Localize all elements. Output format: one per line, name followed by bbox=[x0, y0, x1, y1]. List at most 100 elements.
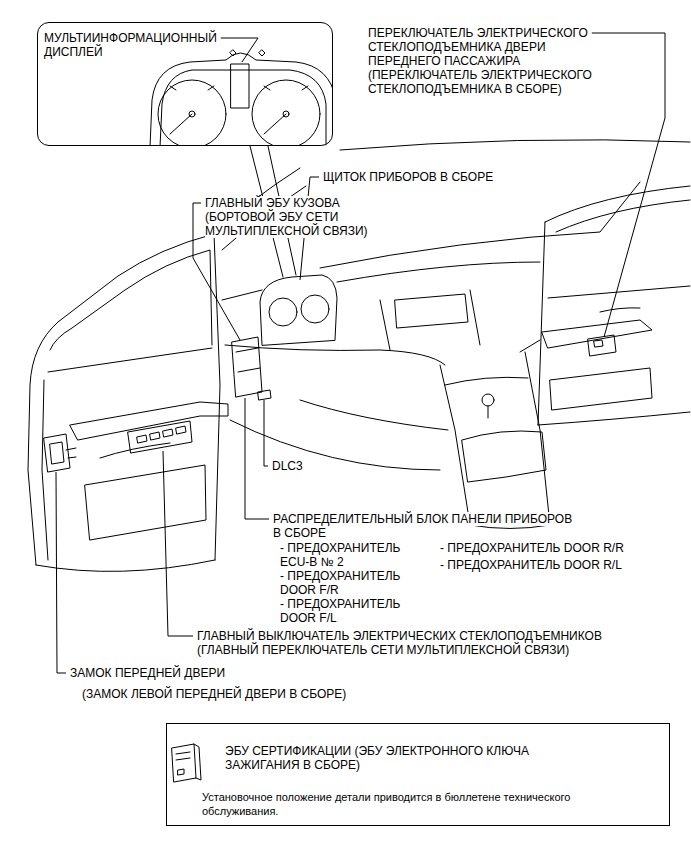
part-label: ЗАМОК ПЕРЕДНЕЙ ДВЕРИ bbox=[70, 666, 225, 680]
dashboard bbox=[260, 275, 337, 345]
center-console bbox=[525, 352, 550, 525]
cluster-closeup bbox=[150, 53, 333, 146]
cluster-closeup bbox=[231, 64, 249, 108]
leader-line bbox=[221, 38, 258, 62]
dashboard bbox=[222, 290, 262, 300]
note-text: Установочное положение детали приводится… bbox=[202, 791, 570, 817]
center-console bbox=[300, 400, 448, 430]
label-slot: РАСПРЕДЕЛИТЕЛЬНЫЙ БЛОК ПАНЕЛИ ПРИБОРОВ В… bbox=[273, 512, 573, 540]
leader-line bbox=[56, 472, 66, 673]
left-front-door bbox=[100, 443, 170, 458]
cluster-closeup bbox=[259, 50, 265, 56]
fuse-label: - ПРЕДОХРАНИТЕЛЬ DOOR R/L bbox=[440, 558, 622, 572]
center-console bbox=[445, 377, 528, 385]
part-label: ГЛАВНЫЙ ВЫКЛЮЧАТЕЛЬ ЭЛЕКТРИЧЕСКИХ СТЕКЛО… bbox=[197, 629, 602, 657]
left-front-door bbox=[163, 429, 173, 437]
center-console bbox=[482, 394, 494, 406]
right-front-door bbox=[600, 308, 640, 312]
ecu-icon bbox=[176, 752, 190, 775]
left-front-door bbox=[214, 234, 220, 560]
right-front-door bbox=[550, 368, 652, 410]
part-number-label: (ЗАМОК ЛЕВОЙ ПЕРЕДНЕЙ ДВЕРИ В СБОРЕ) bbox=[82, 687, 346, 701]
dashboard bbox=[380, 290, 480, 350]
label-slot: ПЕРЕКЛЮЧАТЕЛЬ ЭЛЕКТРИЧЕСКОГО СТЕКЛОПОДЪЕ… bbox=[368, 26, 618, 96]
label-slot: - ПРЕДОХРАНИТЕЛЬ DOOR R/L bbox=[440, 558, 670, 572]
right-front-door bbox=[545, 186, 690, 222]
label-slot: ЗАМОК ПЕРЕДНЕЙ ДВЕРИ bbox=[70, 666, 290, 680]
right-front-door bbox=[538, 222, 545, 425]
left-front-door bbox=[70, 402, 228, 440]
ecu-icon bbox=[194, 744, 201, 780]
cluster-closeup bbox=[170, 114, 192, 134]
left-front-door bbox=[36, 560, 215, 571]
callout-label: МУЛЬТИИНФОРМАЦИОННЫЙ ДИСПЛЕЙ bbox=[44, 31, 217, 59]
left-front-door bbox=[42, 380, 48, 560]
right-front-door bbox=[538, 186, 690, 425]
ecu-icon bbox=[172, 744, 201, 782]
leader-line bbox=[245, 398, 269, 519]
part-label: РАСПРЕДЕЛИТЕЛЬНЫЙ БЛОК ПАНЕЛИ ПРИБОРОВ В… bbox=[273, 512, 572, 540]
label-slot: - ПРЕДОХРАНИТЕЛЬ ECU-B № 2 bbox=[280, 541, 420, 569]
connector-label: DLC3 bbox=[272, 459, 303, 473]
center-console bbox=[230, 352, 550, 529]
dashboard bbox=[269, 298, 297, 326]
fuse-label: - ПРЕДОХРАНИТЕЛЬ DOOR F/L bbox=[280, 597, 400, 625]
cluster-closeup bbox=[252, 80, 320, 146]
fuse-label: - ПРЕДОХРАНИТЕЛЬ DOOR R/R bbox=[440, 541, 624, 555]
label-slot: (ЗАМОК ЛЕВОЙ ПЕРЕДНЕЙ ДВЕРИ В СБОРЕ) bbox=[82, 687, 412, 701]
dashboard bbox=[301, 295, 329, 323]
label-slot: - ПРЕДОХРАНИТЕЛЬ DOOR R/R bbox=[440, 541, 670, 555]
right-front-door bbox=[556, 200, 690, 232]
leader-line bbox=[163, 451, 193, 636]
fuse-label: - ПРЕДОХРАНИТЕЛЬ ECU-B № 2 bbox=[280, 541, 400, 569]
text-slot: Установочное положение детали приводится… bbox=[202, 790, 622, 818]
cluster-closeup bbox=[230, 50, 236, 56]
leader-line bbox=[264, 400, 268, 466]
dashboard bbox=[395, 294, 468, 328]
leader-line bbox=[592, 33, 665, 337]
dashboard bbox=[258, 390, 271, 400]
text-slot: МУЛЬТИИНФОРМАЦИОННЫЙ ДИСПЛЕЙ bbox=[44, 31, 259, 59]
dashboard bbox=[520, 340, 540, 352]
label-slot: - ПРЕДОХРАНИТЕЛЬ DOOR F/L bbox=[280, 597, 420, 625]
part-label: ПЕРЕКЛЮЧАТЕЛЬ ЭЛЕКТРИЧЕСКОГО СТЕКЛОПОДЪЕ… bbox=[368, 26, 592, 96]
right-front-door bbox=[588, 335, 616, 356]
dashboard bbox=[320, 182, 640, 268]
cluster-closeup bbox=[264, 114, 286, 134]
part-label: ЭБУ СЕРТИФИКАЦИИ (ЭБУ ЭЛЕКТРОННОГО КЛЮЧА… bbox=[225, 744, 529, 772]
cluster-closeup bbox=[158, 80, 226, 146]
center-console bbox=[440, 365, 470, 525]
left-front-door bbox=[85, 465, 206, 540]
right-front-door bbox=[542, 320, 652, 348]
cluster-closeup bbox=[150, 50, 333, 146]
right-front-door bbox=[594, 340, 603, 347]
center-console bbox=[462, 431, 546, 482]
left-front-door bbox=[137, 435, 147, 443]
left-front-door bbox=[48, 348, 212, 372]
line-art bbox=[28, 50, 690, 782]
part-label: ГЛАВНЫЙ ЭБУ КУЗОВА (БОРТОВОЙ ЭБУ СЕТИ МУ… bbox=[205, 196, 368, 238]
label-slot: ГЛАВНЫЙ ЭБУ КУЗОВА (БОРТОВОЙ ЭБУ СЕТИ МУ… bbox=[205, 196, 395, 238]
inset-frame: МУЛЬТИИНФОРМАЦИОННЫЙ ДИСПЛЕЙ bbox=[37, 22, 333, 146]
left-front-door bbox=[50, 442, 64, 464]
dashboard bbox=[232, 337, 262, 397]
note-box: ЭБУ СЕРТИФИКАЦИИ (ЭБУ ЭЛЕКТРОННОГО КЛЮЧА… bbox=[166, 723, 670, 826]
center-console bbox=[230, 420, 440, 470]
label-slot: ЩИТОК ПРИБОРОВ В СБОРЕ bbox=[323, 170, 523, 184]
label-slot: ГЛАВНЫЙ ВЫКЛЮЧАТЕЛЬ ЭЛЕКТРИЧЕСКИХ СТЕКЛО… bbox=[197, 629, 657, 657]
left-front-door bbox=[66, 448, 76, 458]
text-slot: ЭБУ СЕРТИФИКАЦИИ (ЭБУ ЭЛЕКТРОННОГО КЛЮЧА… bbox=[225, 744, 575, 772]
left-front-door bbox=[50, 250, 212, 350]
left-front-door bbox=[150, 432, 160, 440]
right-front-door bbox=[538, 412, 690, 425]
label-slot: DLC3 bbox=[272, 459, 332, 473]
dashboard bbox=[236, 348, 260, 372]
dashboard bbox=[337, 262, 540, 282]
center-console bbox=[488, 406, 489, 418]
label-slot: - ПРЕДОХРАНИТЕЛЬ DOOR F/R bbox=[280, 569, 420, 597]
ecu-icon bbox=[172, 744, 196, 782]
part-label: ЩИТОК ПРИБОРОВ В СБОРЕ bbox=[323, 170, 493, 184]
dashboard bbox=[340, 140, 690, 150]
